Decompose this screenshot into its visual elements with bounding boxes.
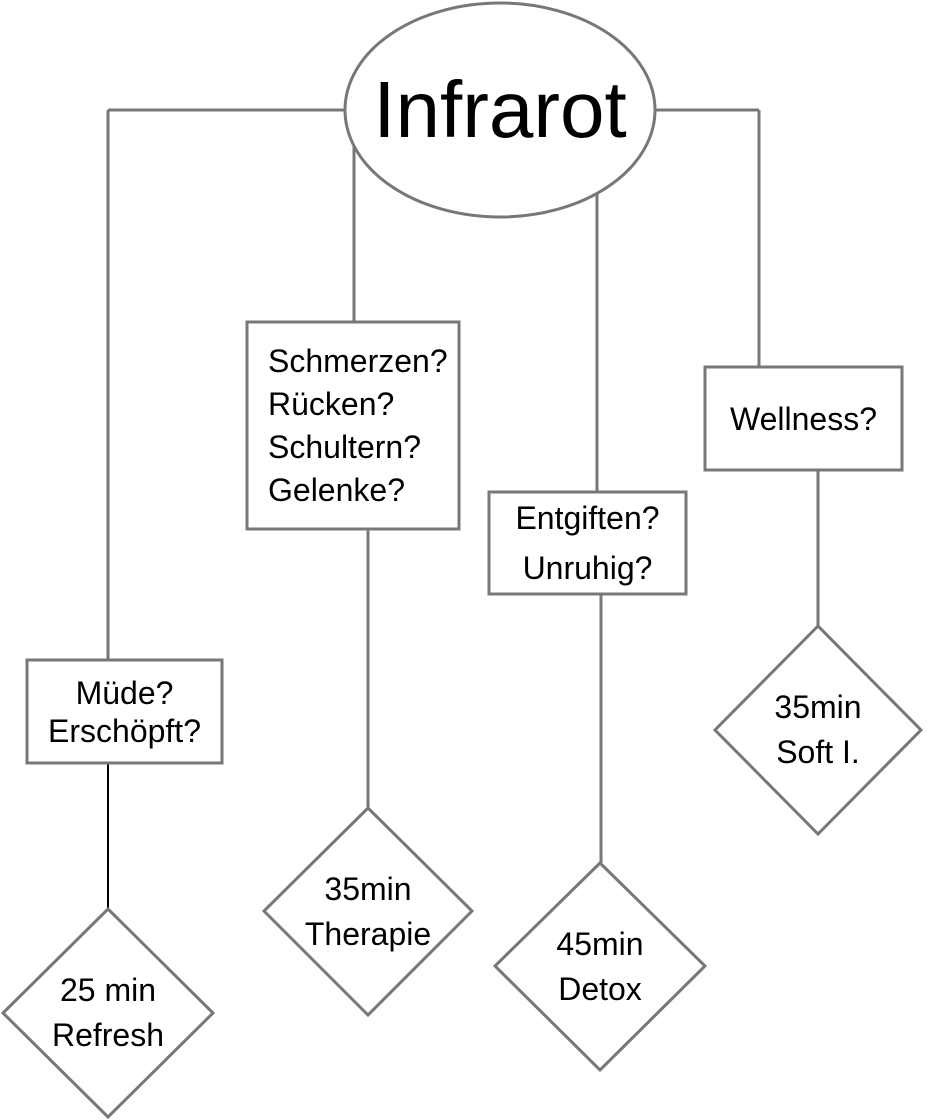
result-diamond-detox (492, 860, 708, 1073)
result-diamond-soft (712, 623, 924, 837)
question-box-entgiften (487, 490, 688, 596)
question-box-wellness (703, 365, 904, 472)
question-box-muede (25, 658, 224, 765)
root-ellipse (343, 1, 657, 219)
result-diamond-therapie (261, 805, 475, 1018)
result-diamond-refresh (0, 906, 216, 1120)
question-box-schmerzen (245, 320, 461, 531)
